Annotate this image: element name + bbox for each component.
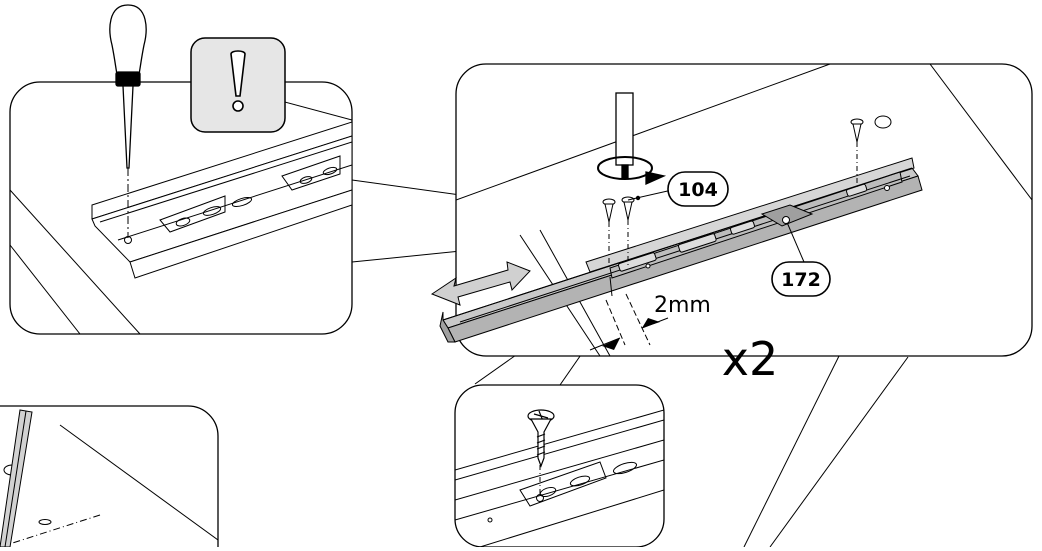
slide-direction-arrow-icon (430, 261, 531, 306)
gap-dimension-label: 2mm (654, 293, 711, 318)
callout-line-down-right (769, 356, 909, 548)
gap-dimension: 2mm (589, 293, 711, 351)
board-edge (456, 64, 831, 201)
callout-line-down-left (743, 349, 843, 548)
part-104-badge (667, 171, 729, 207)
guide-line (0, 514, 101, 548)
pre-drilled-hole (874, 115, 892, 129)
detail-panel-screw (454, 384, 665, 548)
rail-slot (519, 461, 607, 507)
screw-hole (536, 494, 544, 502)
screw-104-icon (602, 198, 616, 270)
board-edge (10, 244, 81, 334)
awl-icon (109, 4, 147, 169)
part-104-callout: 104 (627, 171, 729, 207)
detail-panel-awl (9, 81, 353, 335)
board-edge (10, 189, 141, 334)
screw-icon (850, 118, 864, 190)
screw-hole (487, 517, 493, 523)
marked-hole (38, 519, 52, 525)
detail-panel-pencil (0, 405, 219, 551)
rail-closeup (91, 121, 352, 279)
screw-closeup-icon (527, 409, 555, 468)
panel-frame (0, 405, 219, 551)
quantity-label: x2 (722, 332, 779, 386)
rail-slot (159, 195, 226, 233)
board-edge (59, 424, 218, 541)
board-edge (929, 64, 1032, 201)
gap-guides (605, 293, 651, 346)
rail-slot (281, 155, 341, 191)
part-172-label: 172 (781, 269, 821, 291)
main-panel: 104 172 2mm (430, 63, 1033, 357)
drawer-slide-rail (439, 157, 923, 343)
rail-slot (231, 196, 253, 208)
part-104-label: 104 (678, 179, 718, 201)
warning-icon (190, 37, 286, 133)
part-172-callout: 172 (771, 216, 831, 297)
rail-slot (613, 461, 637, 475)
screwdriver-icon (597, 92, 667, 186)
part-172-badge (771, 261, 831, 297)
